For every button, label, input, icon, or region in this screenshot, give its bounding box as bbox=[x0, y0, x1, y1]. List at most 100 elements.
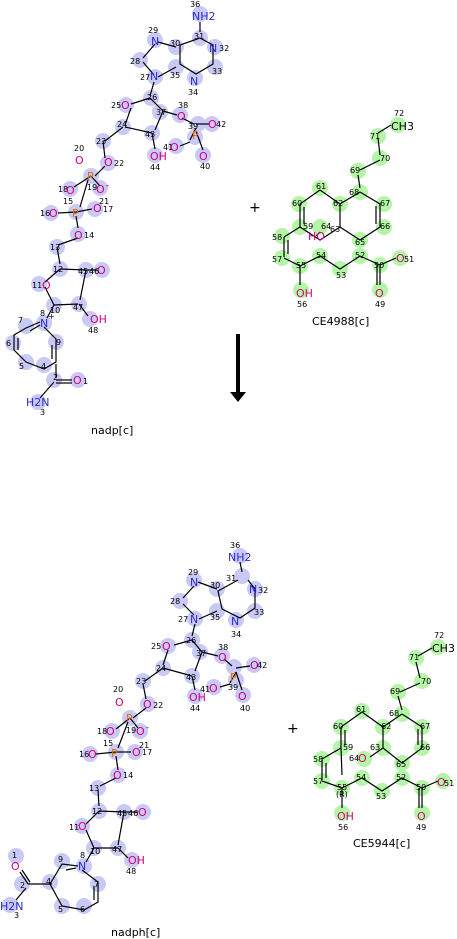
atom-index-label: 2 bbox=[53, 373, 58, 382]
atom-symbol-label: O bbox=[42, 279, 51, 292]
atom-index-label: 31 bbox=[226, 574, 236, 583]
atom-index-label: 47 bbox=[73, 303, 83, 312]
atom-index-label: 29 bbox=[188, 568, 198, 577]
atom-symbol-label: O bbox=[396, 252, 405, 265]
atom-symbol-label: O bbox=[75, 154, 84, 167]
atom-symbol-label: OH bbox=[150, 150, 167, 163]
atom-index-label: 15 bbox=[103, 739, 113, 748]
atom-index-label: 65 bbox=[396, 760, 406, 769]
atom-index-label: (R) bbox=[336, 790, 348, 799]
atom-index-label: - bbox=[146, 723, 149, 732]
atom-index-label: 36 bbox=[190, 0, 200, 9]
atom-symbol-label: P bbox=[126, 712, 133, 725]
atom-symbol-label: P bbox=[87, 170, 94, 183]
atom-index-label: 26 bbox=[147, 93, 157, 102]
atom-index-label: 22 bbox=[153, 701, 163, 710]
atom-index-label: 44 bbox=[190, 704, 200, 713]
atom-index-label: 28 bbox=[130, 57, 140, 66]
atom-index-label: 4 bbox=[46, 877, 51, 886]
atom-index-label: 63 bbox=[330, 225, 340, 234]
atom-index-label: - bbox=[106, 181, 109, 190]
atom-index-label: 54 bbox=[356, 773, 366, 782]
atom-index-label: 23 bbox=[96, 137, 106, 146]
atom-index-label: 17 bbox=[103, 205, 113, 214]
atom-index-label: 48 bbox=[126, 867, 136, 876]
atom-symbol-label: H2N bbox=[0, 900, 24, 913]
atom-symbol-label: O bbox=[136, 725, 145, 738]
atom-index-label: 50 bbox=[416, 783, 426, 792]
atom-index-label: 38 bbox=[218, 643, 228, 652]
atom-index-label: 24 bbox=[117, 120, 127, 129]
atom-index-label: 64 bbox=[321, 222, 331, 231]
atom-symbol-label: O bbox=[162, 640, 171, 653]
atom-index-label: 13 bbox=[89, 784, 99, 793]
atom-symbol-label: O bbox=[177, 110, 186, 123]
atom-index-label: 52 bbox=[396, 773, 406, 782]
atom-index-label: 68 bbox=[389, 709, 399, 718]
atom-index-label: 70 bbox=[421, 677, 431, 686]
atom-symbol-label: O bbox=[97, 264, 106, 277]
atom-index-label: 14 bbox=[84, 231, 94, 240]
atom-symbol-label: O bbox=[113, 769, 122, 782]
atom-symbol-label: O bbox=[208, 118, 217, 131]
atom-index-label: 6 bbox=[6, 339, 11, 348]
atom-index-label: 57 bbox=[313, 777, 323, 786]
atom-index-label: 46 bbox=[128, 809, 138, 818]
atom-index-label: 60 bbox=[333, 722, 343, 731]
atom-symbol-label: O bbox=[66, 184, 75, 197]
atom-symbol-label: N bbox=[190, 75, 198, 88]
atom-index-label: 25 bbox=[151, 642, 161, 651]
atom-symbol-label: N bbox=[40, 317, 48, 330]
atom-index-label: 16 bbox=[40, 209, 50, 218]
atom-index-label: 9 bbox=[56, 338, 61, 347]
atom-index-label: 60 bbox=[292, 199, 302, 208]
atom-index-label: 3 bbox=[14, 911, 19, 920]
atom-index-label: 47 bbox=[112, 845, 122, 854]
atom-symbol-label: O bbox=[143, 698, 152, 711]
atom-index-label: 71 bbox=[409, 653, 419, 662]
atom-index-label: 45 bbox=[117, 809, 127, 818]
atom-index-label: 11 bbox=[69, 823, 79, 832]
atom-symbol-label: P bbox=[72, 207, 79, 220]
atom-index-label: 5 bbox=[19, 362, 24, 371]
nh2-label: NH2 bbox=[192, 10, 216, 23]
atom-symbol-label: O bbox=[138, 806, 147, 819]
atom-index-label: 61 bbox=[356, 705, 366, 714]
atom-symbol-label: OH bbox=[337, 810, 354, 823]
atom-index-label: 39 bbox=[188, 122, 198, 131]
atom-index-label: 69 bbox=[350, 166, 360, 175]
atom-index-label: 58 bbox=[272, 233, 282, 242]
atom-index-label: 16 bbox=[79, 750, 89, 759]
compound-label-ce5944: CE5944[c] bbox=[353, 837, 410, 850]
atom-index-label: 25 bbox=[111, 101, 121, 110]
atom-index-label: 15 bbox=[63, 197, 73, 206]
atom-index-label: 8 bbox=[40, 309, 45, 318]
atom-symbol-label: N bbox=[151, 35, 159, 48]
atom-symbol-label: OH bbox=[90, 313, 107, 326]
atom-symbol-label: O bbox=[437, 776, 446, 789]
atom-index-label: 26 bbox=[186, 636, 196, 645]
atom-index-label: 70 bbox=[380, 154, 390, 163]
atom-symbol-label: O bbox=[88, 748, 97, 761]
atom-symbol-label: O bbox=[250, 659, 259, 672]
atom-index-label: 41 bbox=[163, 143, 173, 152]
compound-label-nadph: nadph[c] bbox=[111, 926, 160, 939]
atom-index-label: 11 bbox=[32, 281, 42, 290]
atom-index-label: 51 bbox=[444, 779, 454, 788]
atom-index-label: 21 bbox=[99, 197, 109, 206]
atom-index-label: 27 bbox=[178, 615, 188, 624]
atom-index-label: 18 bbox=[58, 185, 68, 194]
atom-symbol-label: P bbox=[230, 671, 237, 684]
atom-index-label: 34 bbox=[231, 630, 241, 639]
atom-symbol-label: O bbox=[106, 725, 115, 738]
atom-index-label: 43 bbox=[186, 673, 196, 682]
atom-symbol-label: NH2 bbox=[228, 551, 252, 564]
atom-symbol-label: N bbox=[190, 576, 198, 589]
atom-index-label: 66 bbox=[380, 222, 390, 231]
atom-index-label: 54 bbox=[316, 251, 326, 260]
atom-index-label: 62 bbox=[381, 722, 391, 731]
atom-index-label: 13 bbox=[50, 243, 60, 252]
plus-sign-top: + bbox=[249, 200, 261, 216]
compound-label-ce4988: CE4988[c] bbox=[312, 315, 369, 328]
